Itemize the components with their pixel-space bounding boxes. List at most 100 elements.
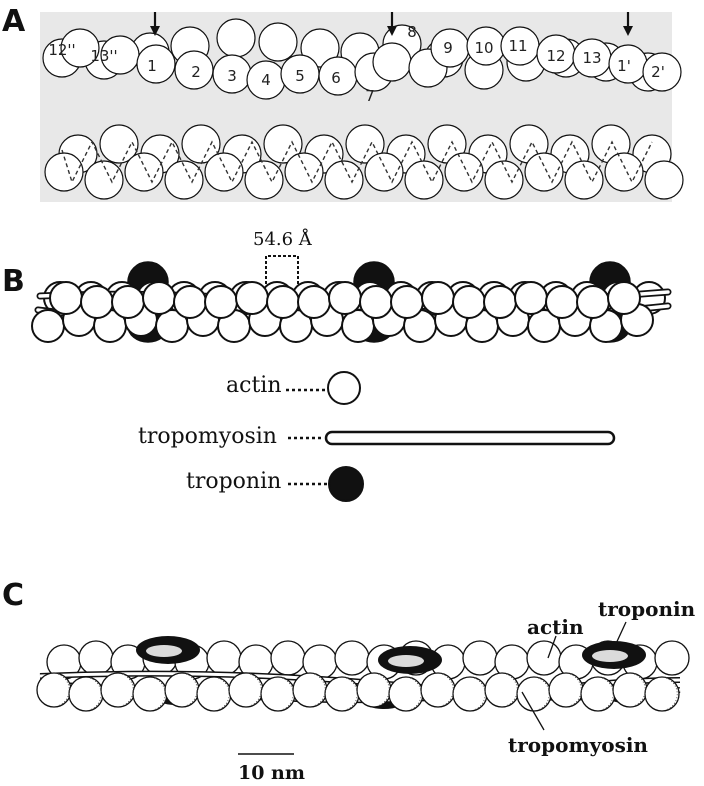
subunit-number-label: 8 — [407, 23, 417, 41]
actin-leader — [547, 635, 557, 659]
actin-subunit — [260, 676, 296, 712]
actin-subunit — [607, 281, 641, 315]
actin-subunit — [60, 28, 100, 68]
actin-subunit — [196, 676, 232, 712]
actin-shading — [473, 677, 486, 711]
subunit-number-label: 5 — [295, 67, 305, 85]
actin-subunit — [36, 672, 72, 708]
actin-subunit — [164, 160, 204, 200]
actin-subunit — [284, 152, 324, 192]
actin-subunit — [356, 672, 392, 708]
actin-shading — [633, 673, 646, 707]
panel-a-drawing — [42, 12, 684, 200]
spacing-bracket — [265, 255, 299, 284]
helix-trace — [61, 140, 653, 184]
actin-subunit — [516, 676, 552, 712]
actin-subunit — [99, 124, 139, 164]
actin-subunit — [345, 124, 385, 164]
actin-shading — [121, 673, 134, 707]
actin-subunit — [364, 152, 404, 192]
actin-subunit — [266, 285, 300, 319]
actin-subunit — [359, 285, 393, 319]
troponin-highlight — [146, 645, 182, 657]
actin-subunit — [206, 640, 242, 676]
legend-tropomyosin-symbol — [324, 430, 616, 446]
actin-shading — [57, 673, 70, 707]
troponin-highlight — [388, 655, 424, 667]
actin-shading — [185, 673, 198, 707]
actin-subunit — [297, 285, 331, 319]
actin-subunit — [216, 18, 256, 58]
actin-subunit — [642, 52, 682, 92]
legend-actin-label: actin — [226, 373, 282, 398]
subunit-number-label: 12 — [546, 47, 566, 65]
actin-subunit — [204, 285, 238, 319]
subunit-number-label: 13 — [582, 49, 602, 67]
actin-subunit — [524, 152, 564, 192]
panel-letter-c: C — [2, 578, 25, 613]
actin-subunit — [564, 160, 604, 200]
legend-troponin-symbol — [328, 466, 364, 502]
actin-subunit — [484, 672, 520, 708]
actin-shading — [89, 677, 102, 711]
actin-subunit — [136, 44, 176, 84]
actin-shading — [601, 677, 614, 711]
actin-subunit — [444, 152, 484, 192]
actin-subunit — [164, 672, 200, 708]
panel-b-drawing — [31, 255, 672, 502]
actin-subunit — [324, 676, 360, 712]
actin-subunit — [390, 285, 424, 319]
actin-subunit — [244, 160, 284, 200]
troponin-leader — [613, 621, 627, 649]
troponin-highlight — [592, 650, 628, 662]
actin-shading — [217, 677, 230, 711]
actin-subunit — [68, 676, 104, 712]
subunit-number-label: 9 — [443, 39, 453, 57]
actin-shading — [441, 673, 454, 707]
actin-subunit — [580, 676, 616, 712]
legend-actin-symbol — [327, 371, 361, 405]
actin-subunit — [100, 672, 136, 708]
actin-subunit — [263, 124, 303, 164]
actin-subunit — [142, 281, 176, 315]
actin-shading — [569, 673, 582, 707]
subunit-number-label: 1 — [147, 57, 157, 75]
actin-subunit — [404, 160, 444, 200]
actin-subunit — [80, 285, 114, 319]
actin-shading — [409, 677, 422, 711]
troponin-label: troponin — [598, 597, 696, 621]
actin-shading — [313, 673, 326, 707]
actin-label: actin — [527, 615, 584, 639]
actin-subunit — [388, 676, 424, 712]
actin-shading — [345, 677, 358, 711]
subunit-number-label: 1' — [617, 57, 631, 75]
actin-shading — [537, 677, 550, 711]
actin-subunit — [654, 640, 690, 676]
subunit-number-label: 2 — [191, 63, 201, 81]
position-arrow-head — [623, 26, 633, 36]
tropomyosin-leader — [521, 691, 545, 731]
actin-shading — [249, 673, 262, 707]
actin-subunit — [420, 672, 456, 708]
actin-subunit — [452, 676, 488, 712]
actin-subunit — [372, 42, 412, 82]
actin-subunit — [612, 672, 648, 708]
actin-subunit — [484, 160, 524, 200]
actin-subunit — [644, 160, 684, 200]
subunit-number-label: 13'' — [90, 47, 118, 65]
actin-subunit — [324, 160, 364, 200]
actin-subunit — [462, 640, 498, 676]
actin-subunit — [548, 672, 584, 708]
actin-subunit — [334, 640, 370, 676]
actin-shading — [377, 673, 390, 707]
subunit-number-label: 7 — [365, 87, 375, 105]
actin-subunit — [78, 640, 114, 676]
tropomyosin-label: tropomyosin — [508, 733, 648, 757]
actin-subunit — [49, 281, 83, 315]
actin-subunit — [644, 676, 680, 712]
actin-subunit — [44, 152, 84, 192]
actin-subunit — [228, 672, 264, 708]
position-arrow-head — [387, 26, 397, 36]
panel-letter-a: A — [2, 4, 26, 39]
